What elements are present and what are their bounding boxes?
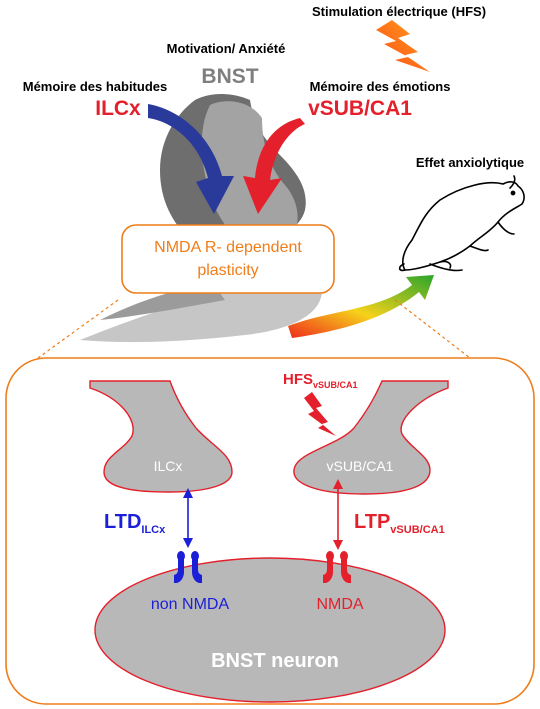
plasticity-box [121, 224, 335, 294]
zoom-line-right [394, 299, 471, 359]
ltp-sub: vSUB/CA1 [390, 524, 444, 536]
bnst-neuron [94, 557, 446, 703]
receptor-icon [174, 551, 202, 583]
ltd-main: LTD [104, 511, 141, 533]
effect-arrow [288, 275, 434, 338]
ltd-sub: ILCx [141, 524, 166, 536]
motivation-label: Motivation/ Anxiété [167, 41, 286, 56]
bnst-label: BNST [201, 65, 258, 88]
habits-label: Mémoire des habitudes [23, 79, 167, 94]
stimulation-label: Stimulation électrique (HFS) [312, 4, 486, 19]
anxiolytic-label: Effet anxiolytique [416, 155, 524, 170]
neuron-label: BNST neuron [211, 650, 339, 672]
ilcx-label: ILCx [95, 97, 141, 120]
plasticity-line1: NMDA R- dependent [154, 239, 302, 256]
vsub-arrow [243, 118, 305, 214]
hfs-main: HFS [283, 371, 313, 388]
plasticity-line2: plasticity [197, 262, 258, 279]
ltd-label: LTDILCx [104, 511, 166, 536]
vsub-terminal [293, 380, 449, 495]
receptor-icon [323, 551, 351, 583]
hfs-sub: vSUB/CA1 [313, 380, 358, 390]
ilcx-arrow [148, 104, 234, 214]
rat-icon [398, 175, 525, 272]
ltp-label: LTPvSUB/CA1 [354, 511, 445, 536]
ilcx-terminal [89, 380, 233, 493]
nmda-label: NMDA [316, 596, 363, 613]
ltp-arrow [333, 479, 343, 550]
lightning-icon [376, 20, 430, 72]
ltp-main: LTP [354, 511, 390, 533]
vsub-terminal-label: vSUB/CA1 [327, 458, 394, 474]
lightning-icon [304, 392, 336, 436]
non-nmda-label: non NMDA [151, 596, 230, 613]
ltd-arrow [183, 488, 193, 548]
emotions-label: Mémoire des émotions [310, 79, 451, 94]
ilcx-terminal-label: ILCx [154, 458, 183, 474]
hfs-label: HFSvSUB/CA1 [283, 371, 358, 390]
vsub-label: vSUB/CA1 [308, 97, 412, 120]
zoom-line-left [37, 299, 119, 359]
